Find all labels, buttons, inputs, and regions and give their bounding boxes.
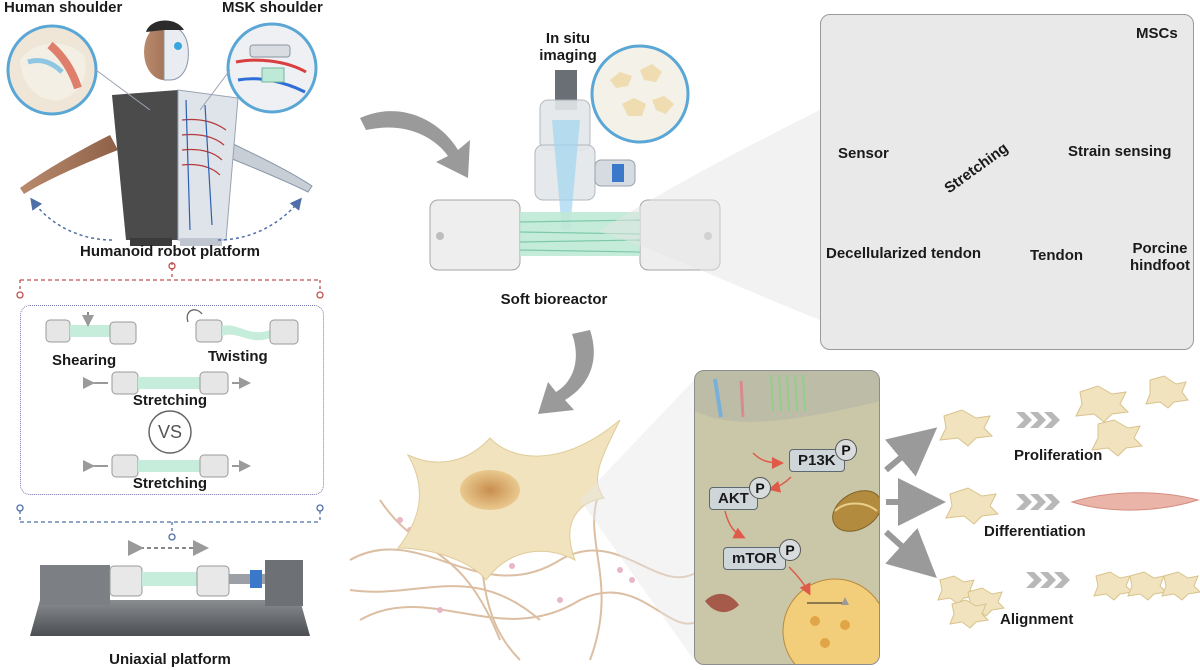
humanoid-figure [20, 20, 313, 246]
cell-on-matrix [349, 419, 701, 661]
differentiation-label: Differentiation [984, 523, 1086, 540]
uniaxial-platform-machine [30, 540, 310, 636]
strain-sensing-label: Strain sensing [1068, 143, 1172, 160]
stretching-top-label: Stretching [132, 392, 208, 409]
akt-phospho: P [749, 477, 771, 499]
p13k-phospho: P [835, 439, 857, 461]
zoom-wedge [600, 110, 820, 320]
arc-arrow-left [30, 197, 113, 241]
p13k-tag: P13K [789, 449, 845, 472]
outcome-arrows [883, 375, 1200, 629]
msk-shoulder-zoom [199, 22, 318, 114]
human-shoulder-zoom [6, 24, 151, 116]
blue-bracket [16, 504, 324, 541]
msk-shoulder-label: MSK shoulder [222, 0, 323, 16]
uniaxial-platform-label: Uniaxial platform [109, 651, 231, 668]
proliferation-label: Proliferation [1014, 447, 1103, 464]
curved-arrow-1 [360, 111, 470, 178]
stretching-bottom-label: Stretching [132, 475, 208, 492]
akt-tag: AKT [709, 487, 758, 510]
twisting-label: Twisting [208, 348, 268, 365]
alignment-label: Alignment [1000, 611, 1074, 628]
imaging-zoom [590, 44, 690, 144]
cell-zoom-wedge [580, 380, 694, 660]
shearing-label: Shearing [52, 352, 117, 369]
signaling-drawing [695, 371, 879, 664]
in-situ-imaging-label: In situ imaging [539, 30, 597, 64]
mini-bioreactor-shearing [45, 312, 137, 345]
mini-bioreactor-stretching-bottom [83, 454, 251, 478]
decellularized-tendon-label: Decellularized tendon [826, 245, 982, 262]
soft-bioreactor-label: Soft bioreactor [500, 291, 608, 308]
humanoid-platform-label: Humanoid robot platform [80, 243, 260, 260]
preparation-panel [820, 14, 1194, 350]
porcine-hindfoot-label: Porcine hindfoot [1130, 240, 1190, 274]
mtor-phospho: P [779, 539, 801, 561]
sensor-label: Sensor [838, 145, 889, 162]
mini-bioreactor-twisting [186, 309, 299, 345]
arc-arrow-right [217, 197, 302, 241]
vs-circle [148, 410, 192, 454]
tendon-label: Tendon [1030, 247, 1084, 264]
signaling-panel: P13K P AKT P mTOR P [694, 370, 880, 665]
loading-modes-box [20, 305, 324, 495]
mini-bioreactor-stretching-top [83, 371, 251, 395]
curved-arrow-2 [538, 330, 594, 414]
human-shoulder-label: Human shoulder [4, 0, 123, 16]
vs-label: VS [157, 422, 183, 442]
red-bracket [16, 262, 324, 299]
mtor-tag: mTOR [723, 547, 786, 570]
mscs-label: MSCs [1136, 25, 1178, 42]
